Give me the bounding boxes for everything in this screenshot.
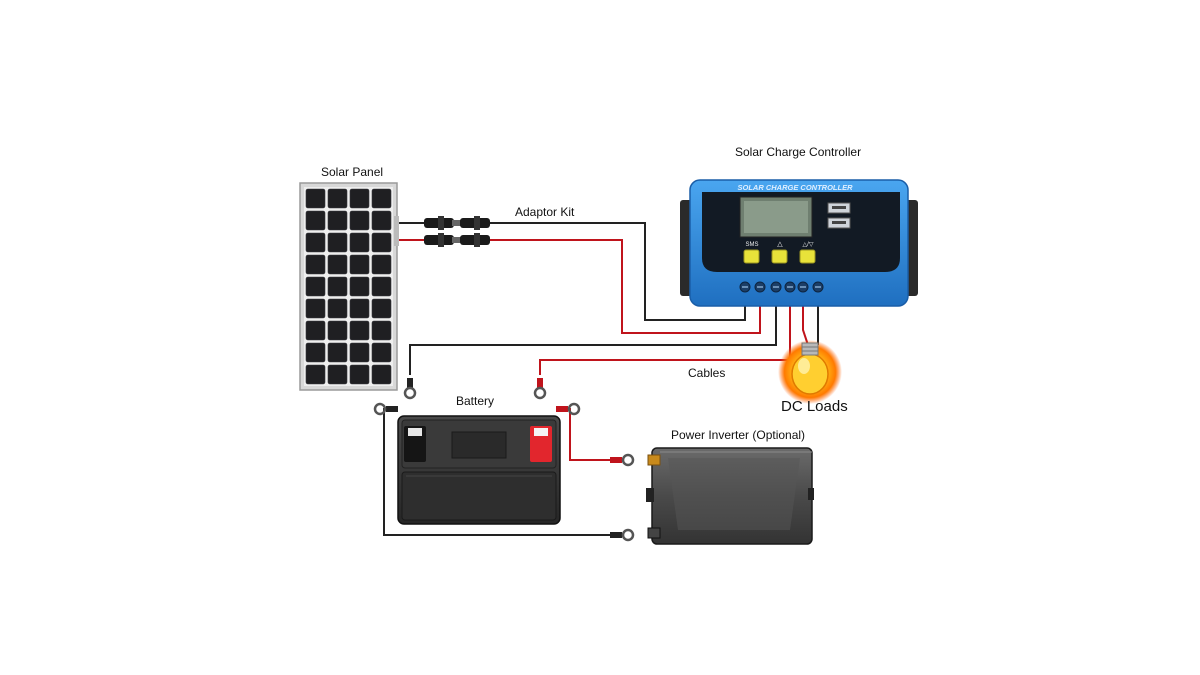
label-solar-panel: Solar Panel bbox=[321, 165, 384, 179]
terminal-sleeve bbox=[610, 457, 622, 463]
lcd-display bbox=[744, 201, 808, 233]
solar-cell bbox=[327, 254, 348, 275]
solar-cell bbox=[349, 188, 370, 209]
solar-cell bbox=[349, 364, 370, 385]
solar-cell bbox=[305, 232, 326, 253]
solar-cell bbox=[305, 276, 326, 297]
solar-cell bbox=[371, 342, 392, 363]
power-inverter bbox=[646, 447, 814, 545]
solar-cell bbox=[327, 276, 348, 297]
button-label-up: △ bbox=[777, 241, 783, 248]
solar-cell bbox=[349, 276, 370, 297]
solar-cell bbox=[349, 232, 370, 253]
terminal-sleeve bbox=[537, 378, 543, 388]
solar-cell bbox=[327, 232, 348, 253]
label-battery: Battery bbox=[456, 394, 495, 408]
charge-controller: SOLAR CHARGE CONTROLLER SMS △ △/▽ bbox=[680, 179, 918, 307]
solar-cell bbox=[371, 188, 392, 209]
solar-cell bbox=[349, 210, 370, 231]
ring-terminal bbox=[533, 386, 547, 400]
solar-cell bbox=[371, 276, 392, 297]
controller-terminals bbox=[739, 281, 824, 293]
solar-cell bbox=[327, 298, 348, 319]
solar-cell bbox=[371, 210, 392, 231]
solar-cell bbox=[327, 320, 348, 341]
solar-cell bbox=[305, 188, 326, 209]
inverter-negative-post bbox=[647, 527, 661, 539]
button-label-updown: △/▽ bbox=[803, 242, 814, 248]
label-power-inverter: Power Inverter (Optional) bbox=[671, 428, 806, 442]
solar-cell bbox=[327, 364, 348, 385]
label-adaptor-kit: Adaptor Kit bbox=[515, 205, 575, 219]
controller-button-up[interactable] bbox=[771, 249, 788, 264]
battery-negative-wire bbox=[409, 292, 777, 375]
ring-terminal bbox=[373, 402, 387, 416]
solar-panel bbox=[299, 182, 399, 391]
light-bulb-icon bbox=[778, 340, 842, 404]
ring-terminal bbox=[621, 453, 635, 467]
solar-cell bbox=[371, 364, 392, 385]
solar-cell bbox=[349, 342, 370, 363]
controller-button-down[interactable] bbox=[799, 249, 816, 264]
solar-cell bbox=[327, 210, 348, 231]
mc4-connector-top bbox=[424, 216, 490, 230]
adaptor-positive-wire bbox=[490, 239, 761, 334]
controller-button-sms[interactable] bbox=[743, 249, 760, 264]
label-cables: Cables bbox=[688, 366, 726, 380]
terminal-sleeve bbox=[386, 406, 398, 412]
usb-ports bbox=[827, 202, 851, 229]
solar-cell bbox=[371, 254, 392, 275]
solar-cell bbox=[371, 320, 392, 341]
solar-cell bbox=[305, 254, 326, 275]
button-label-sms: SMS bbox=[745, 242, 758, 248]
solar-cell bbox=[305, 298, 326, 319]
inverter-positive-wire bbox=[556, 408, 610, 461]
terminal-sleeve bbox=[610, 532, 622, 538]
mc4-connector-bottom bbox=[424, 233, 490, 247]
solar-cell bbox=[327, 342, 348, 363]
solar-cell bbox=[371, 298, 392, 319]
solar-cell bbox=[305, 210, 326, 231]
solar-cell bbox=[305, 364, 326, 385]
solar-cell bbox=[305, 342, 326, 363]
solar-cell bbox=[305, 320, 326, 341]
label-dc-loads: DC Loads bbox=[781, 398, 848, 415]
ring-terminals bbox=[373, 378, 635, 542]
ring-terminal bbox=[403, 386, 417, 400]
terminal-sleeve bbox=[556, 406, 568, 412]
controller-heading: SOLAR CHARGE CONTROLLER bbox=[738, 183, 854, 192]
adaptor-negative-wire bbox=[490, 222, 746, 321]
terminal-sleeve bbox=[407, 378, 413, 388]
inverter-positive-post bbox=[647, 454, 661, 466]
solar-cell bbox=[371, 232, 392, 253]
label-charge-controller: Solar Charge Controller bbox=[735, 145, 862, 159]
solar-cell bbox=[349, 254, 370, 275]
battery-positive-wire bbox=[539, 292, 791, 375]
adaptor-kit bbox=[424, 216, 490, 247]
ring-terminal bbox=[621, 528, 635, 542]
solar-cell bbox=[349, 298, 370, 319]
solar-cell bbox=[327, 188, 348, 209]
solar-cell bbox=[349, 320, 370, 341]
ring-terminal bbox=[567, 402, 581, 416]
battery bbox=[397, 415, 561, 525]
